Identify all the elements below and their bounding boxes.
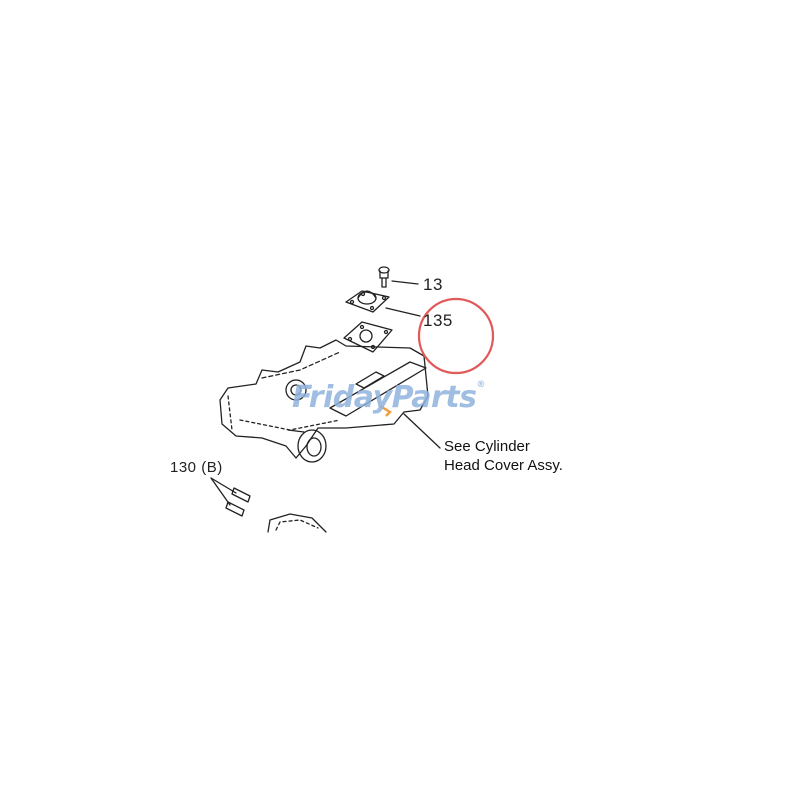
callout-13: 13 (423, 275, 443, 294)
watermark-text-a: Friday (292, 380, 392, 415)
fridayparts-watermark: FridayParts® (292, 380, 485, 415)
stud-parts-130b (210, 477, 251, 517)
bolt-part-13 (378, 266, 390, 288)
see-cylinder-note: See Cylinder Head Cover Assy. (444, 437, 563, 475)
callout-130b: 130 (B) (170, 459, 223, 476)
callout-135: 135 (423, 311, 453, 330)
cap-part-135 (345, 290, 390, 313)
note-line-1: See Cylinder (444, 438, 530, 455)
highlight-circle (417, 297, 495, 375)
registered-icon: ® (476, 380, 485, 390)
watermark-text-b: Parts (391, 380, 477, 415)
note-line-2: Head Cover Assy. (444, 457, 563, 474)
